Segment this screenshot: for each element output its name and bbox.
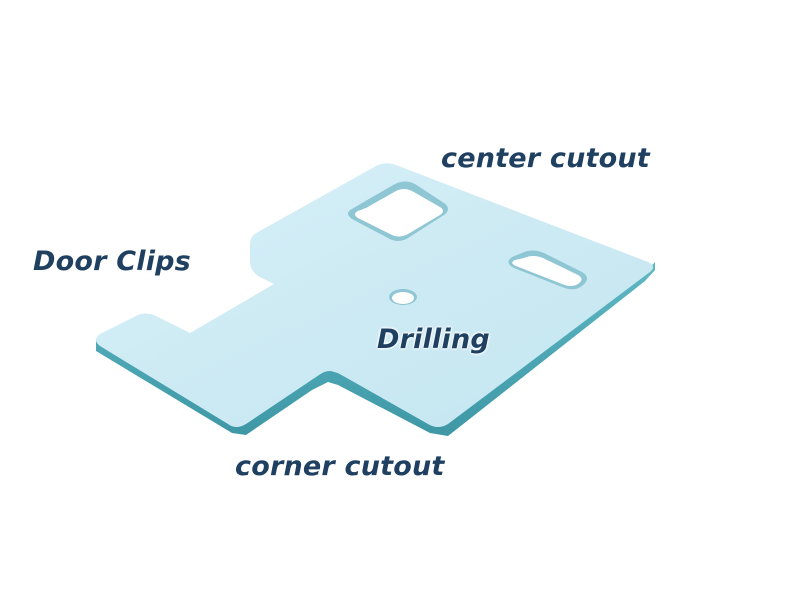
center-cutout-label: center cutout xyxy=(441,143,650,174)
drilling-label: Drilling xyxy=(377,324,490,355)
drilled-hole xyxy=(389,289,417,305)
slot-cutout xyxy=(508,250,587,290)
corner-cutout-label: corner cutout xyxy=(235,451,445,482)
door-clips-label: Door Clips xyxy=(33,246,191,277)
plate-top-face xyxy=(96,163,654,427)
plate-edge xyxy=(96,262,655,436)
center-cutout xyxy=(348,181,448,241)
